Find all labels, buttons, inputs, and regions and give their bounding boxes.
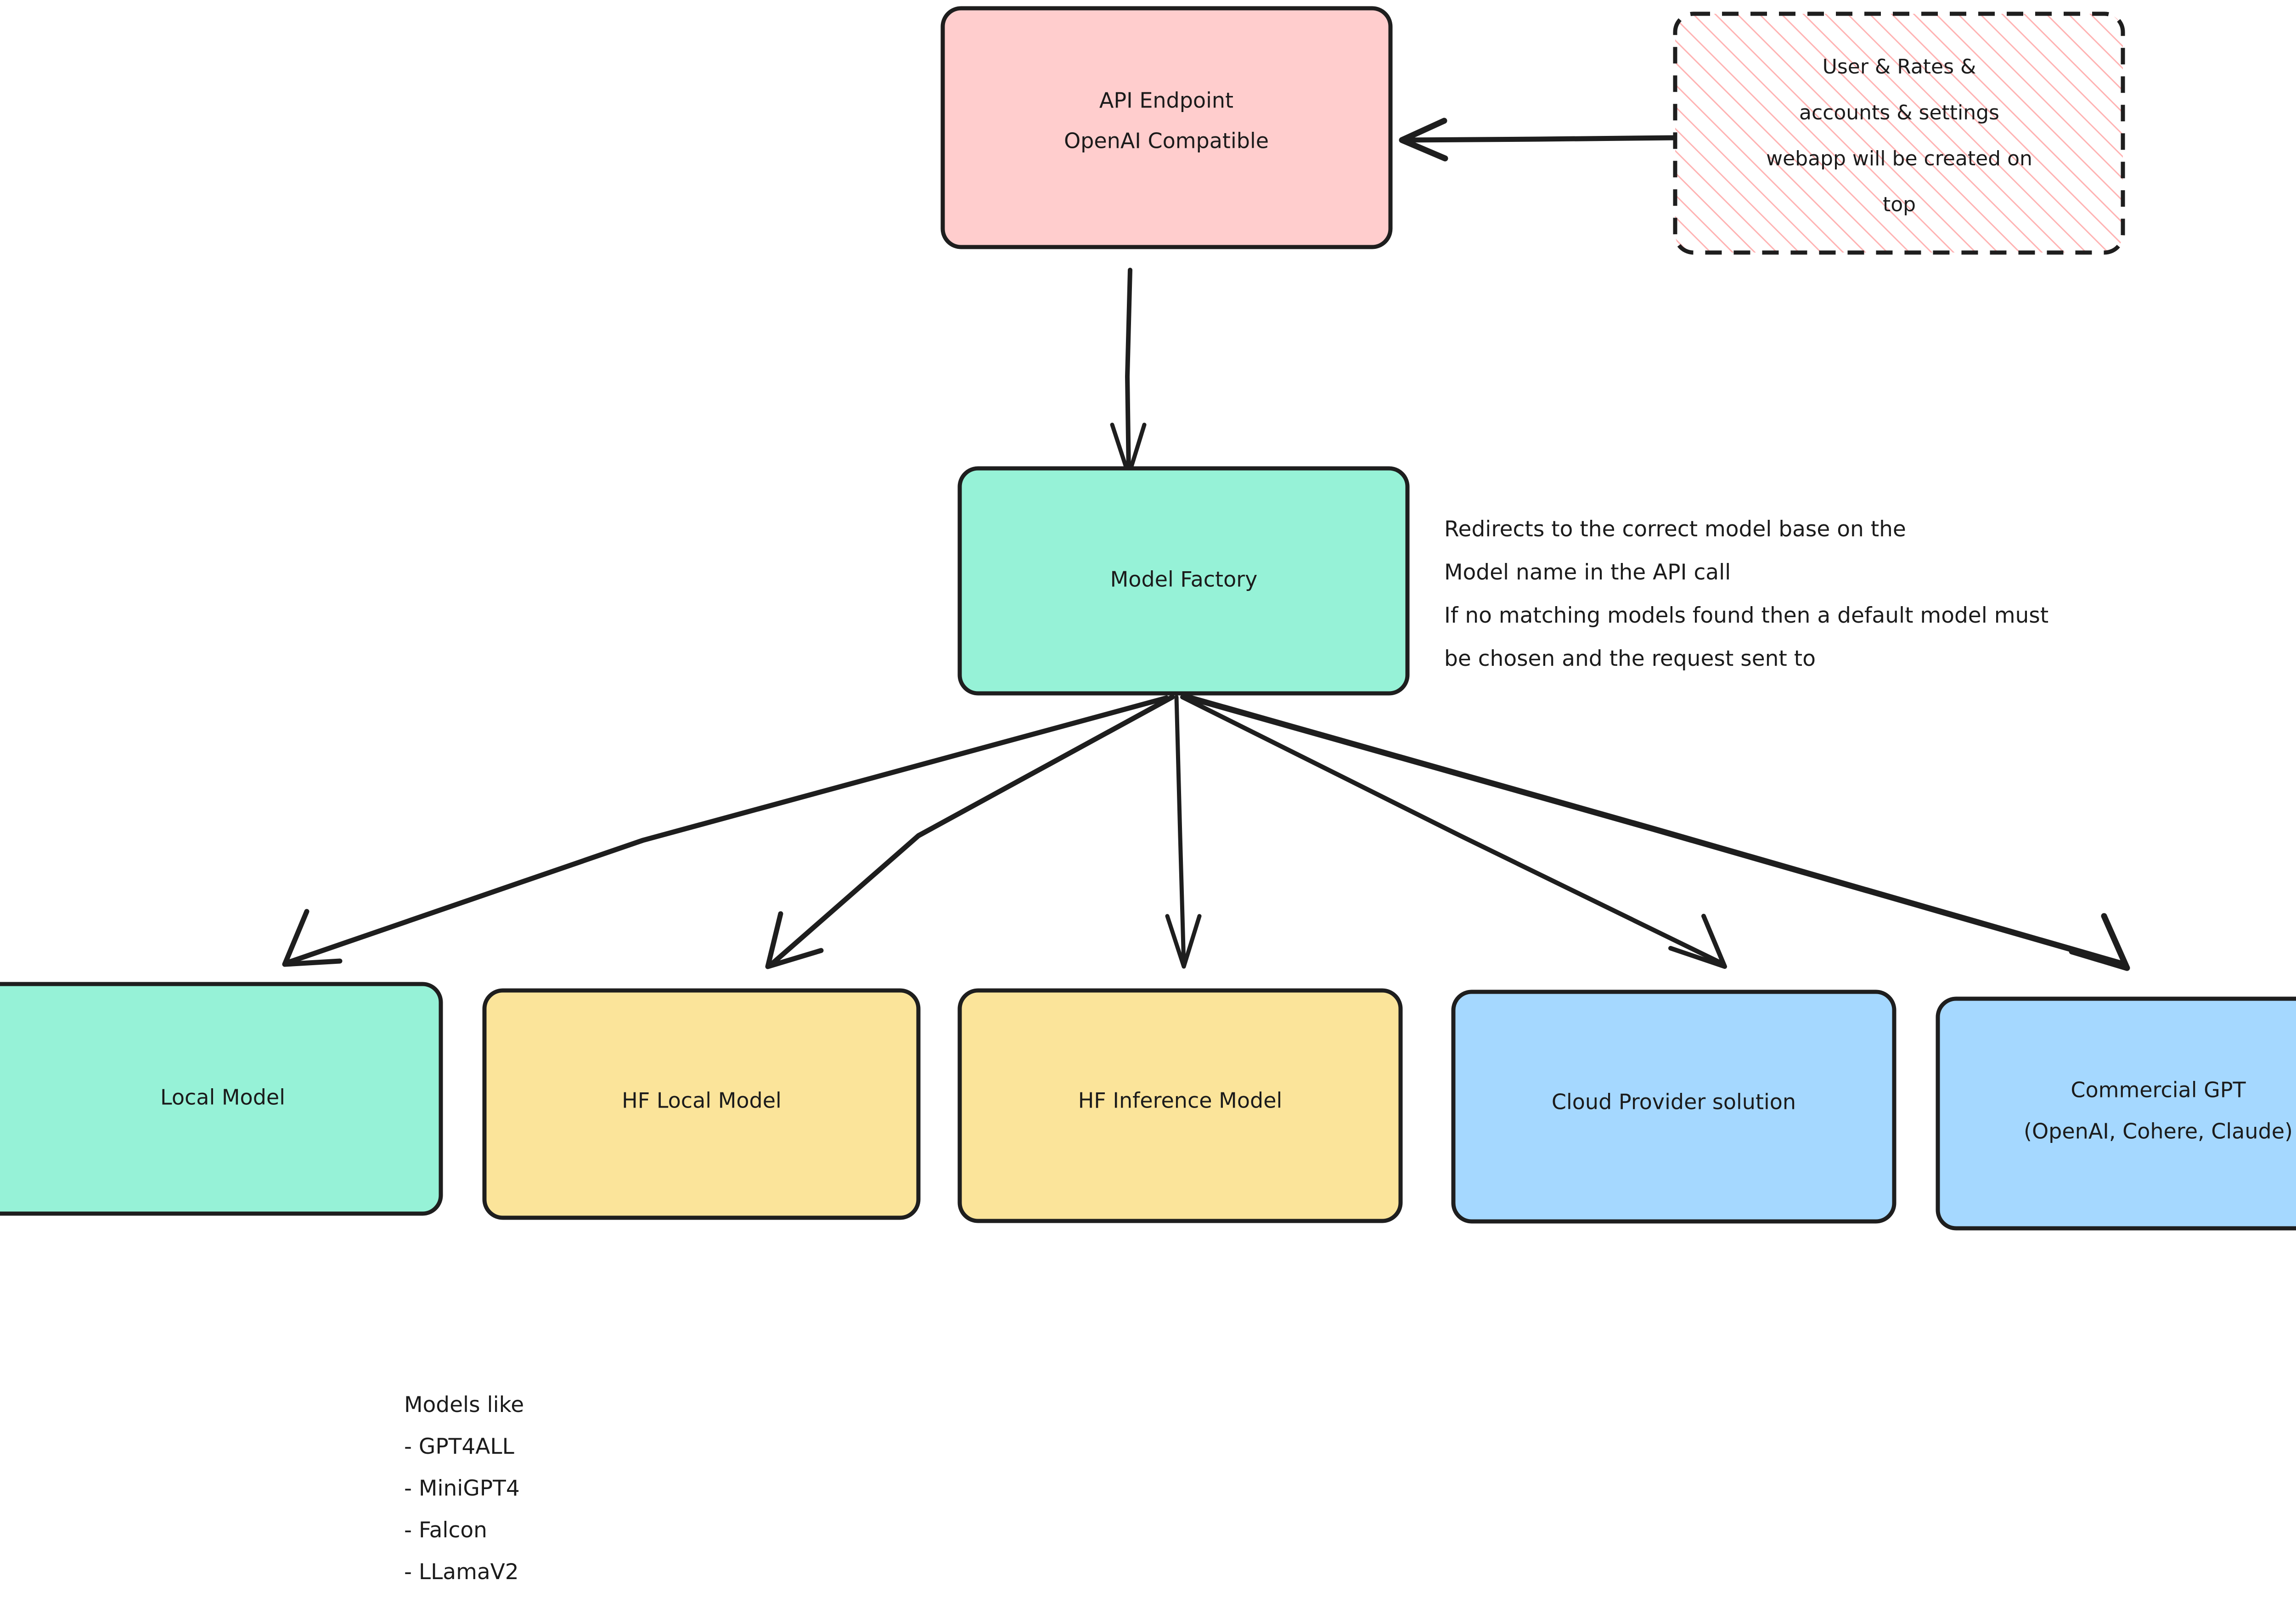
commercial-gpt-label-line1: Commercial GPT xyxy=(2071,1078,2246,1102)
note-webapp-line1: User & Rates & xyxy=(1823,55,1976,79)
edge-note-to-api-endpoint xyxy=(1399,118,1677,162)
api-endpoint-box[interactable] xyxy=(940,6,1393,249)
factory-description-line-0: Redirects to the correct model base on t… xyxy=(1444,517,1906,542)
cloud-provider-box[interactable] xyxy=(1451,990,1896,1224)
models-like-heading: Models like xyxy=(404,1392,524,1417)
models-like-item-1: - MiniGPT4 xyxy=(404,1476,520,1501)
local-model-box[interactable] xyxy=(0,982,443,1216)
annotation-models-like: Models like - GPT4ALL - MiniGPT4 - Falco… xyxy=(404,1392,524,1585)
node-note-webapp[interactable]: User & Rates & accounts & settings webap… xyxy=(1673,11,2125,255)
note-webapp-line4: top xyxy=(1883,193,1916,216)
edge-model-factory-to-hf-local-model xyxy=(765,694,1175,969)
node-api-endpoint[interactable]: API Endpoint OpenAI Compatible xyxy=(940,6,1393,249)
note-webapp-box[interactable] xyxy=(1673,11,2125,255)
factory-description-line-3: be chosen and the request sent to xyxy=(1444,646,1816,671)
node-cloud-provider[interactable]: Cloud Provider solution xyxy=(1451,990,1896,1224)
model-factory-label: Model Factory xyxy=(1110,567,1258,592)
cloud-provider-label: Cloud Provider solution xyxy=(1552,1090,1796,1114)
model-factory-box[interactable] xyxy=(957,466,1410,696)
hf-local-model-label: HF Local Model xyxy=(622,1088,782,1113)
factory-description-line-2: If no matching models found then a defau… xyxy=(1444,603,2048,628)
edge-model-factory-to-hf-inference-model xyxy=(1165,695,1202,969)
api-endpoint-label-line2: OpenAI Compatible xyxy=(1064,129,1269,153)
commercial-gpt-box[interactable] xyxy=(1936,996,2296,1231)
node-hf-local-model[interactable]: HF Local Model xyxy=(482,988,921,1220)
hf-inference-model-label: HF Inference Model xyxy=(1078,1088,1283,1113)
models-like-item-2: - Falcon xyxy=(404,1518,487,1543)
node-local-model[interactable]: Local Model xyxy=(0,982,443,1216)
hf-inference-model-box[interactable] xyxy=(957,988,1403,1223)
edge-model-factory-to-local-model xyxy=(282,695,1169,967)
models-like-item-3: - LLamaV2 xyxy=(404,1559,519,1585)
edge-api-endpoint-to-model-factory xyxy=(1110,268,1147,478)
node-hf-inference-model[interactable]: HF Inference Model xyxy=(957,988,1403,1223)
annotation-factory-description: Redirects to the correct model base on t… xyxy=(1444,517,2048,671)
factory-description-line-1: Model name in the API call xyxy=(1444,560,1731,585)
hf-local-model-box[interactable] xyxy=(482,988,921,1220)
api-endpoint-label-line1: API Endpoint xyxy=(1099,88,1233,113)
edge-model-factory-to-cloud-provider xyxy=(1180,695,1727,969)
models-like-item-0: - GPT4ALL xyxy=(404,1434,514,1459)
commercial-gpt-label-line2: (OpenAI, Cohere, Claude) xyxy=(2024,1119,2293,1144)
node-model-factory[interactable]: Model Factory xyxy=(957,466,1410,696)
node-commercial-gpt[interactable]: Commercial GPT (OpenAI, Cohere, Claude) xyxy=(1936,996,2296,1231)
note-webapp-line2: accounts & settings xyxy=(1799,101,1999,124)
note-webapp-line3: webapp will be created on xyxy=(1766,147,2032,170)
local-model-label: Local Model xyxy=(160,1085,285,1110)
edge-model-factory-to-commercial-gpt xyxy=(1184,694,2130,971)
